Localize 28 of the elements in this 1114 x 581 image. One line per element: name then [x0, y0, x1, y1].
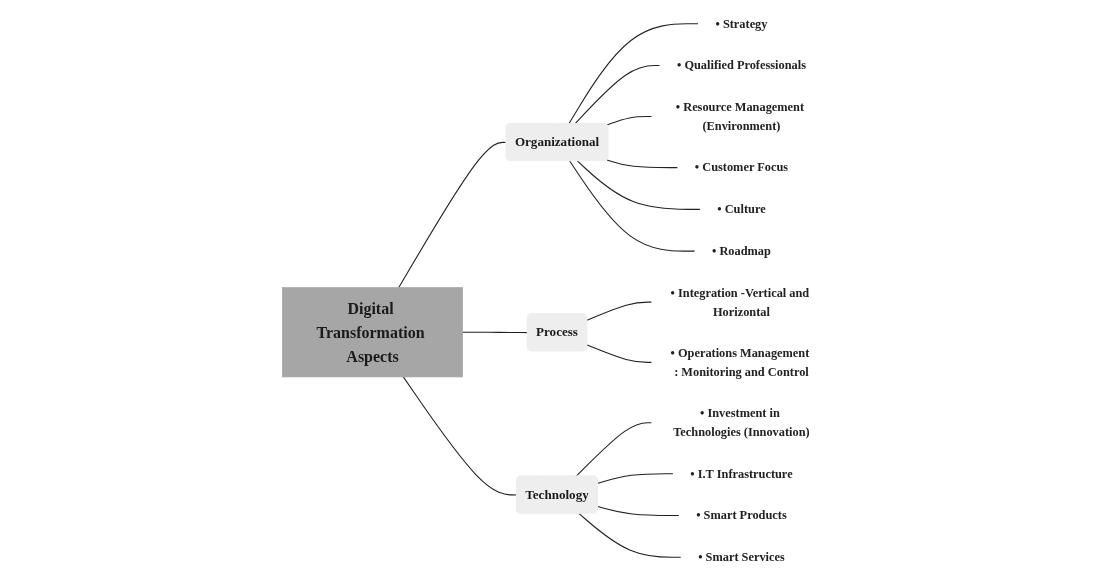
connector: [597, 506, 680, 516]
node-text: • Strategy: [715, 16, 768, 31]
connector: [568, 23, 699, 125]
connector: [586, 301, 652, 321]
connector: [575, 422, 652, 477]
connector: [606, 159, 678, 169]
node-text: • I.T Infrastructure: [690, 466, 793, 481]
connector: [402, 376, 518, 496]
connector: [606, 116, 652, 126]
node-text: • Roadmap: [712, 244, 771, 258]
node-text: • Operations Management : Monitoring and Control: [670, 346, 810, 379]
node-text: • Resource Management (Environment): [675, 100, 805, 133]
node-text: • Smart Products: [696, 508, 787, 523]
node-text: • Integration -Vertical and Horizontal: [670, 285, 810, 319]
connector: [578, 512, 682, 558]
node-text: • Smart Services: [698, 550, 785, 564]
node-text: • Customer Focus: [694, 160, 789, 175]
node-text: • Culture: [717, 202, 766, 217]
connector: [597, 473, 674, 484]
connector: [462, 331, 529, 334]
connector: [576, 160, 701, 210]
node-text: • Investment in Technologies (Innovation): [673, 406, 810, 439]
node-box: Digital Transformation Aspects: [282, 287, 463, 378]
connector: [398, 141, 508, 289]
node-text: • Qualified Professionals: [677, 58, 806, 73]
connector: [574, 65, 661, 125]
connector: [586, 344, 652, 363]
connector: [569, 160, 696, 252]
